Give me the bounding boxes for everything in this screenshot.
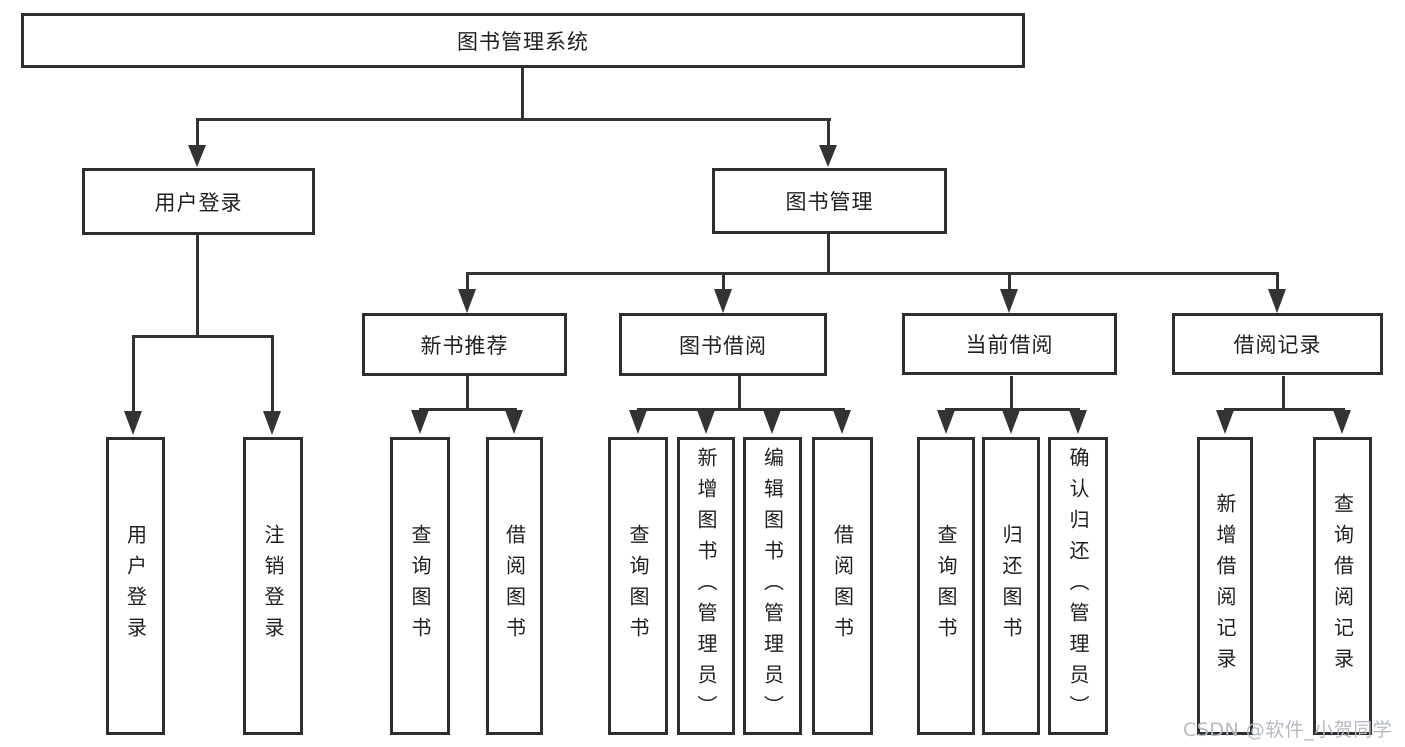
leaf-records-add-record: 新增借阅记录 <box>1197 437 1253 735</box>
node-book-management-label: 图书管理 <box>785 190 874 214</box>
leaf-records-add-record-label: 新增借阅记录 <box>1213 493 1237 679</box>
arrow-down-icon <box>833 410 851 434</box>
leaf-user-login: 用户登录 <box>106 437 165 735</box>
connector-line <box>132 335 274 338</box>
node-book-management: 图书管理 <box>712 168 947 234</box>
leaf-recommend-borrow-books: 借阅图书 <box>486 437 543 735</box>
node-current-borrowing: 当前借阅 <box>902 313 1117 375</box>
leaf-borrow-add-books-admin: 新增图书（管理员） <box>677 437 735 735</box>
leaf-borrow-borrow-books: 借阅图书 <box>812 437 873 735</box>
leaf-current-query-books: 查询图书 <box>917 437 975 735</box>
arrow-down-icon <box>714 289 732 313</box>
arrow-down-icon <box>763 410 781 434</box>
leaf-borrow-edit-books-admin: 编辑图书（管理员） <box>743 437 802 735</box>
node-library-system: 图书管理系统 <box>21 13 1025 68</box>
arrow-down-icon <box>937 410 955 434</box>
leaf-borrow-edit-books-admin-label: 编辑图书（管理员） <box>760 446 785 726</box>
leaf-current-return-books: 归还图书 <box>982 437 1040 735</box>
connector-line <box>466 376 469 410</box>
leaf-current-return-books-label: 归还图书 <box>999 524 1023 648</box>
arrow-down-icon <box>124 411 142 435</box>
watermark-text: CSDN @软件_小贺同学 <box>1183 719 1393 741</box>
connector-line <box>945 408 1080 411</box>
leaf-borrow-query-books: 查询图书 <box>608 437 668 735</box>
connector-line <box>466 272 469 292</box>
arrow-down-icon <box>629 410 647 434</box>
connector-line <box>1282 376 1285 410</box>
connector-line <box>196 234 199 338</box>
connector-line <box>466 272 1278 275</box>
node-borrowing-records: 借阅记录 <box>1172 313 1383 375</box>
arrow-down-icon <box>697 410 715 434</box>
arrow-down-icon <box>458 289 476 313</box>
arrow-down-icon <box>411 410 429 434</box>
connector-line <box>827 234 830 275</box>
arrow-down-icon <box>188 145 206 167</box>
leaf-records-query-record-label: 查询借阅记录 <box>1330 493 1355 679</box>
leaf-records-query-record: 查询借阅记录 <box>1313 437 1372 735</box>
connector-line <box>521 68 524 120</box>
connector-line <box>1010 376 1013 410</box>
connector-line <box>1224 408 1345 411</box>
arrow-down-icon <box>263 411 281 435</box>
node-user-login-label: 用户登录 <box>154 190 243 215</box>
arrow-down-icon <box>1002 410 1020 434</box>
leaf-current-confirm-return-admin: 确认归还（管理员） <box>1048 437 1108 735</box>
leaf-recommend-query-books-label: 查询图书 <box>408 524 432 648</box>
connector-line <box>722 272 725 292</box>
arrow-down-icon <box>505 410 523 434</box>
arrow-down-icon <box>1069 410 1087 434</box>
connector-line <box>196 118 831 121</box>
node-current-borrowing-label: 当前借阅 <box>965 333 1054 357</box>
connector-line <box>196 118 199 150</box>
node-new-book-recommendation: 新书推荐 <box>362 313 567 376</box>
leaf-borrow-add-books-admin-label: 新增图书（管理员） <box>694 446 718 726</box>
leaf-recommend-query-books: 查询图书 <box>390 437 450 735</box>
leaf-recommend-borrow-books-label: 借阅图书 <box>502 524 527 648</box>
connector-line <box>132 335 135 413</box>
connector-line <box>637 408 845 411</box>
arrow-down-icon <box>1333 410 1351 434</box>
node-user-login: 用户登录 <box>82 168 315 235</box>
arrow-down-icon <box>1268 289 1286 313</box>
leaf-current-confirm-return-admin-label: 确认归还（管理员） <box>1066 446 1090 726</box>
node-borrowing-records-label: 借阅记录 <box>1233 333 1322 357</box>
connector-line <box>271 335 274 413</box>
node-book-borrowing: 图书借阅 <box>619 313 827 376</box>
node-library-system-label: 图书管理系统 <box>457 29 589 54</box>
arrow-down-icon <box>1216 410 1234 434</box>
node-book-borrowing-label: 图书借阅 <box>679 333 767 358</box>
leaf-borrow-query-books-label: 查询图书 <box>626 524 650 648</box>
leaf-user-login-label: 用户登录 <box>123 524 148 648</box>
connector-line <box>738 376 741 410</box>
connector-line <box>1276 272 1279 292</box>
connector-line <box>419 408 517 411</box>
leaf-current-query-books-label: 查询图书 <box>934 524 958 648</box>
arrow-down-icon <box>819 145 837 167</box>
arrow-down-icon <box>1000 289 1018 313</box>
connector-line <box>1008 272 1011 292</box>
node-new-book-recommendation-label: 新书推荐 <box>420 333 509 358</box>
leaf-logout: 注销登录 <box>243 437 303 735</box>
connector-line <box>827 118 830 150</box>
leaf-borrow-borrow-books-label: 借阅图书 <box>830 524 855 648</box>
leaf-logout-label: 注销登录 <box>261 524 285 648</box>
